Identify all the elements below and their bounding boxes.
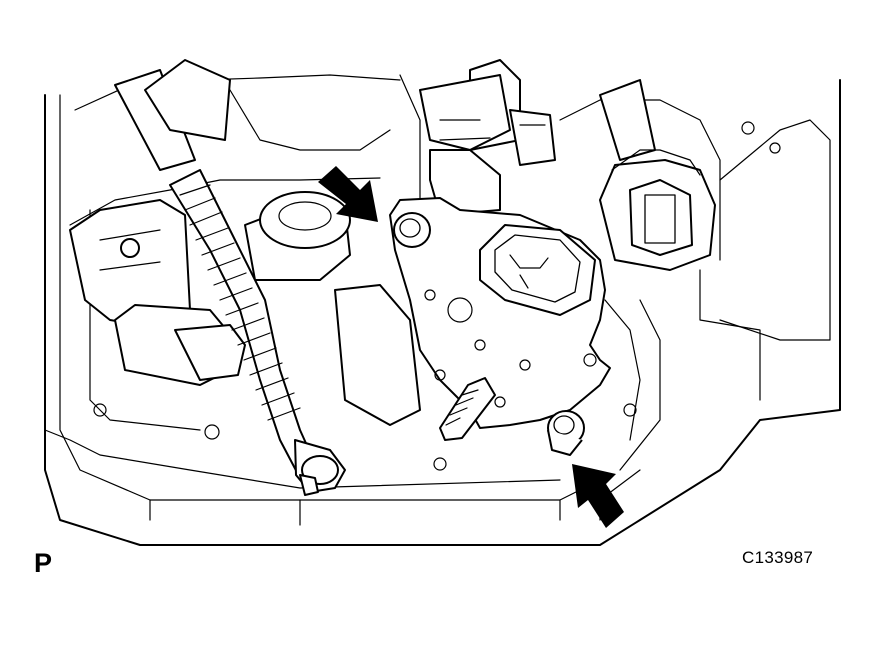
harness-connector <box>599 149 716 271</box>
indicator-arrow-lower <box>572 464 624 528</box>
indicator-arrow-upper <box>318 166 378 222</box>
valve-body-block <box>69 191 421 426</box>
figure-code: C133987 <box>742 548 814 567</box>
shift-cable <box>169 169 346 496</box>
view-label: P <box>34 548 53 578</box>
neutral-start-switch <box>389 197 611 456</box>
upper-pipes <box>114 59 656 216</box>
